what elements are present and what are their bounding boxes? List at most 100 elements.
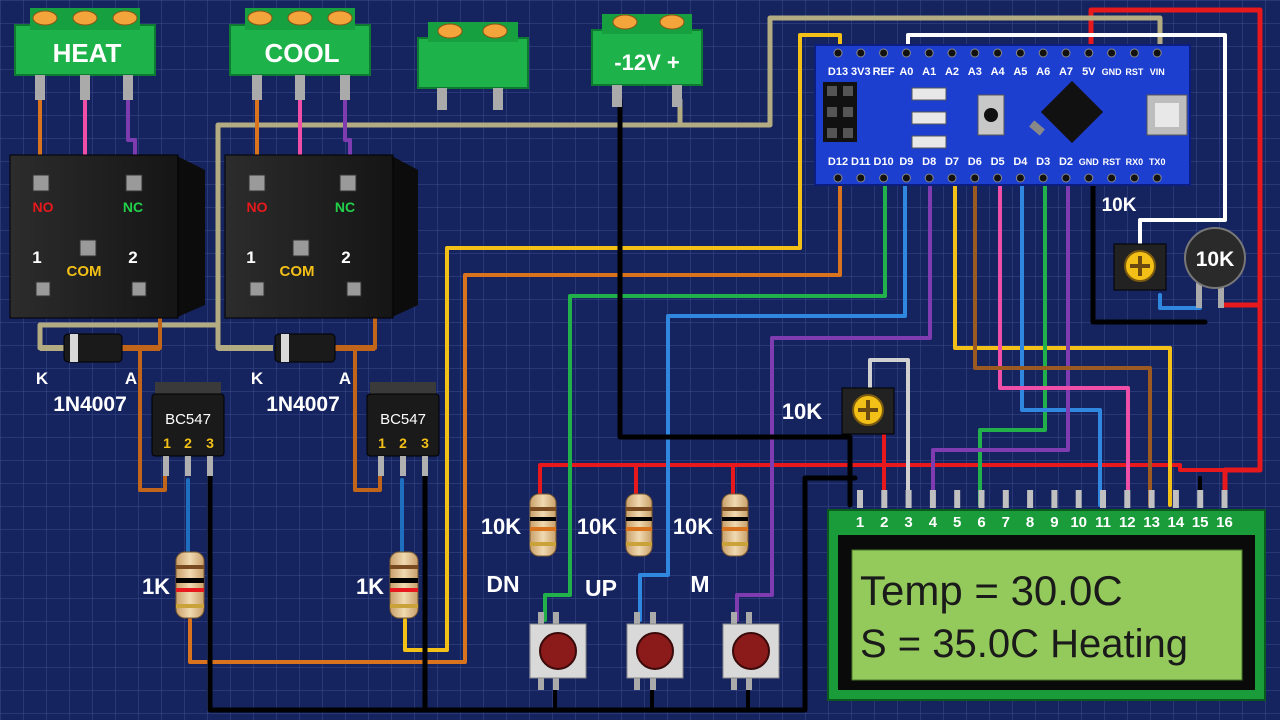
- wire-white-a0: [906, 33, 1227, 250]
- button-dn[interactable]: DN: [486, 571, 587, 690]
- arduino-top-pin-hole: [1084, 48, 1094, 58]
- arduino-bottom-pin-label: TX0: [1149, 157, 1166, 167]
- pot-contrast[interactable]: 10K: [782, 387, 895, 435]
- button-dn-label: DN: [486, 571, 519, 597]
- terminal-power-label: -12V +: [614, 50, 679, 75]
- arduino-bottom-pin-label: RST: [1103, 157, 1122, 167]
- wire-blue-d10: [638, 178, 907, 622]
- arduino-bottom-pin-hole: [1061, 173, 1071, 183]
- transistor-2-p2: 2: [399, 435, 407, 451]
- wire-purple-d9: [735, 178, 932, 622]
- arduino-bottom-pin-hole: [1015, 173, 1025, 183]
- wire-green-d11: [543, 178, 887, 622]
- lcd-pin: [857, 490, 863, 508]
- transistor-2-p1: 1: [378, 435, 386, 451]
- diode-1: K A 1N4007: [36, 333, 160, 416]
- transistor-2: BC547 1 2 3: [366, 382, 440, 476]
- lcd-pin-label: 9: [1050, 514, 1058, 531]
- relay-1-no: NO: [33, 199, 54, 215]
- arduino-top-pin-hole: [879, 48, 889, 58]
- ntc-thermistor: 10K: [1184, 227, 1246, 308]
- resistor-base-1: 1K: [142, 551, 205, 619]
- transistor-1-p3: 3: [206, 435, 214, 451]
- button-m[interactable]: M: [690, 571, 780, 690]
- resistor-base-2: 1K: [356, 551, 419, 619]
- arduino-bottom-pin-hole: [1152, 173, 1162, 183]
- terminal-cool-label: COOL: [264, 38, 339, 68]
- lcd-pin-label: 16: [1216, 514, 1233, 531]
- arduino-top-pin-label: A3: [968, 66, 982, 78]
- arduino-top-pin-label: VIN: [1150, 67, 1165, 77]
- wire-tan-vin: [37, 15, 1163, 351]
- arduino-top-pin-hole: [924, 48, 934, 58]
- resistor-up-label: 10K: [577, 514, 617, 539]
- arduino-bottom-pin-label: RX0: [1126, 157, 1144, 167]
- resistor-m: 10K: [673, 493, 749, 557]
- transistor-1-part: BC547: [165, 411, 211, 428]
- arduino-top-pin-hole: [970, 48, 980, 58]
- diode-2: K A 1N4007: [218, 333, 375, 416]
- arduino-top-pin-hole: [1152, 48, 1162, 58]
- arduino-bottom-pin-label: D8: [922, 156, 936, 168]
- arduino-top-pin-hole: [947, 48, 957, 58]
- relay-1-pin1: 1: [32, 248, 41, 267]
- lcd-pin: [1051, 490, 1058, 508]
- lcd-pin-label: 13: [1143, 514, 1160, 531]
- arduino-top-pin-label: A6: [1036, 66, 1050, 78]
- lcd-pin: [1148, 490, 1155, 508]
- resistor-base-2-label: 1K: [356, 574, 384, 599]
- lcd-pin: [1100, 490, 1106, 508]
- arduino-top-pin-label: A5: [1013, 66, 1027, 78]
- lcd-pin: [1002, 490, 1009, 508]
- lcd-pin-label: 4: [929, 514, 938, 531]
- arduino-top-pin-label: D13: [828, 66, 848, 78]
- lcd-pin: [1221, 490, 1228, 508]
- lcd-pin-label: 7: [1002, 514, 1010, 531]
- wire-yellow-d13: [403, 33, 842, 652]
- arduino-top-pin-hole: [1038, 48, 1048, 58]
- arduino-top-pin-hole: [901, 48, 911, 58]
- relay-2-pin2: 2: [341, 248, 350, 267]
- arduino-bottom-pin-label: D4: [1013, 156, 1028, 168]
- arduino-bottom-pin-label: D3: [1036, 156, 1050, 168]
- transistor-2-part: BC547: [380, 411, 426, 428]
- arduino-bottom-pin-hole: [879, 173, 889, 183]
- arduino-bottom-pin-hole: [1107, 173, 1117, 183]
- button-up[interactable]: UP: [585, 575, 684, 690]
- arduino-top-pin-hole: [993, 48, 1003, 58]
- terminal-heat-label: HEAT: [53, 38, 122, 68]
- lcd-pin: [929, 490, 936, 508]
- terminal-heat: HEAT: [14, 8, 156, 100]
- arduino-top-pin-hole: [1129, 48, 1139, 58]
- pot-trim-label: 10K: [1102, 195, 1137, 216]
- arduino-bottom-pin-hole: [947, 173, 957, 183]
- wire-white-ref: [868, 358, 910, 507]
- lcd-pin-label: 14: [1168, 514, 1185, 531]
- terminal-cool: COOL: [229, 8, 371, 100]
- wire-black-gnd-bottom: [207, 467, 858, 713]
- lcd-pin: [978, 490, 985, 508]
- arduino-top-pin-hole: [833, 48, 843, 58]
- arduino-bottom-pin-label: D6: [968, 156, 982, 168]
- arduino-top-pin-hole: [1107, 48, 1117, 58]
- pot-trim[interactable]: 10K: [1102, 195, 1167, 291]
- terminal-power: -12V +: [591, 14, 703, 107]
- arduino-top-pin-label: REF: [873, 66, 895, 78]
- arduino-bottom-pin-label: GND: [1079, 157, 1100, 167]
- lcd-pin-label: 12: [1119, 514, 1136, 531]
- arduino-bottom-pin-label: D2: [1059, 156, 1073, 168]
- arduino-top-pin-label: GND: [1102, 67, 1123, 77]
- arduino-bottom-pin-hole: [901, 173, 911, 183]
- transistor-2-p3: 3: [421, 435, 429, 451]
- lcd-pin-label: 3: [904, 514, 912, 531]
- lcd-pin: [1075, 490, 1082, 508]
- wire-yellow-d7: [953, 178, 1172, 507]
- diode-2-a: A: [339, 369, 351, 388]
- relay-1-nc: NC: [123, 199, 143, 215]
- wire-blue-d4: [1020, 178, 1102, 507]
- arduino-top-pin-hole: [1061, 48, 1071, 58]
